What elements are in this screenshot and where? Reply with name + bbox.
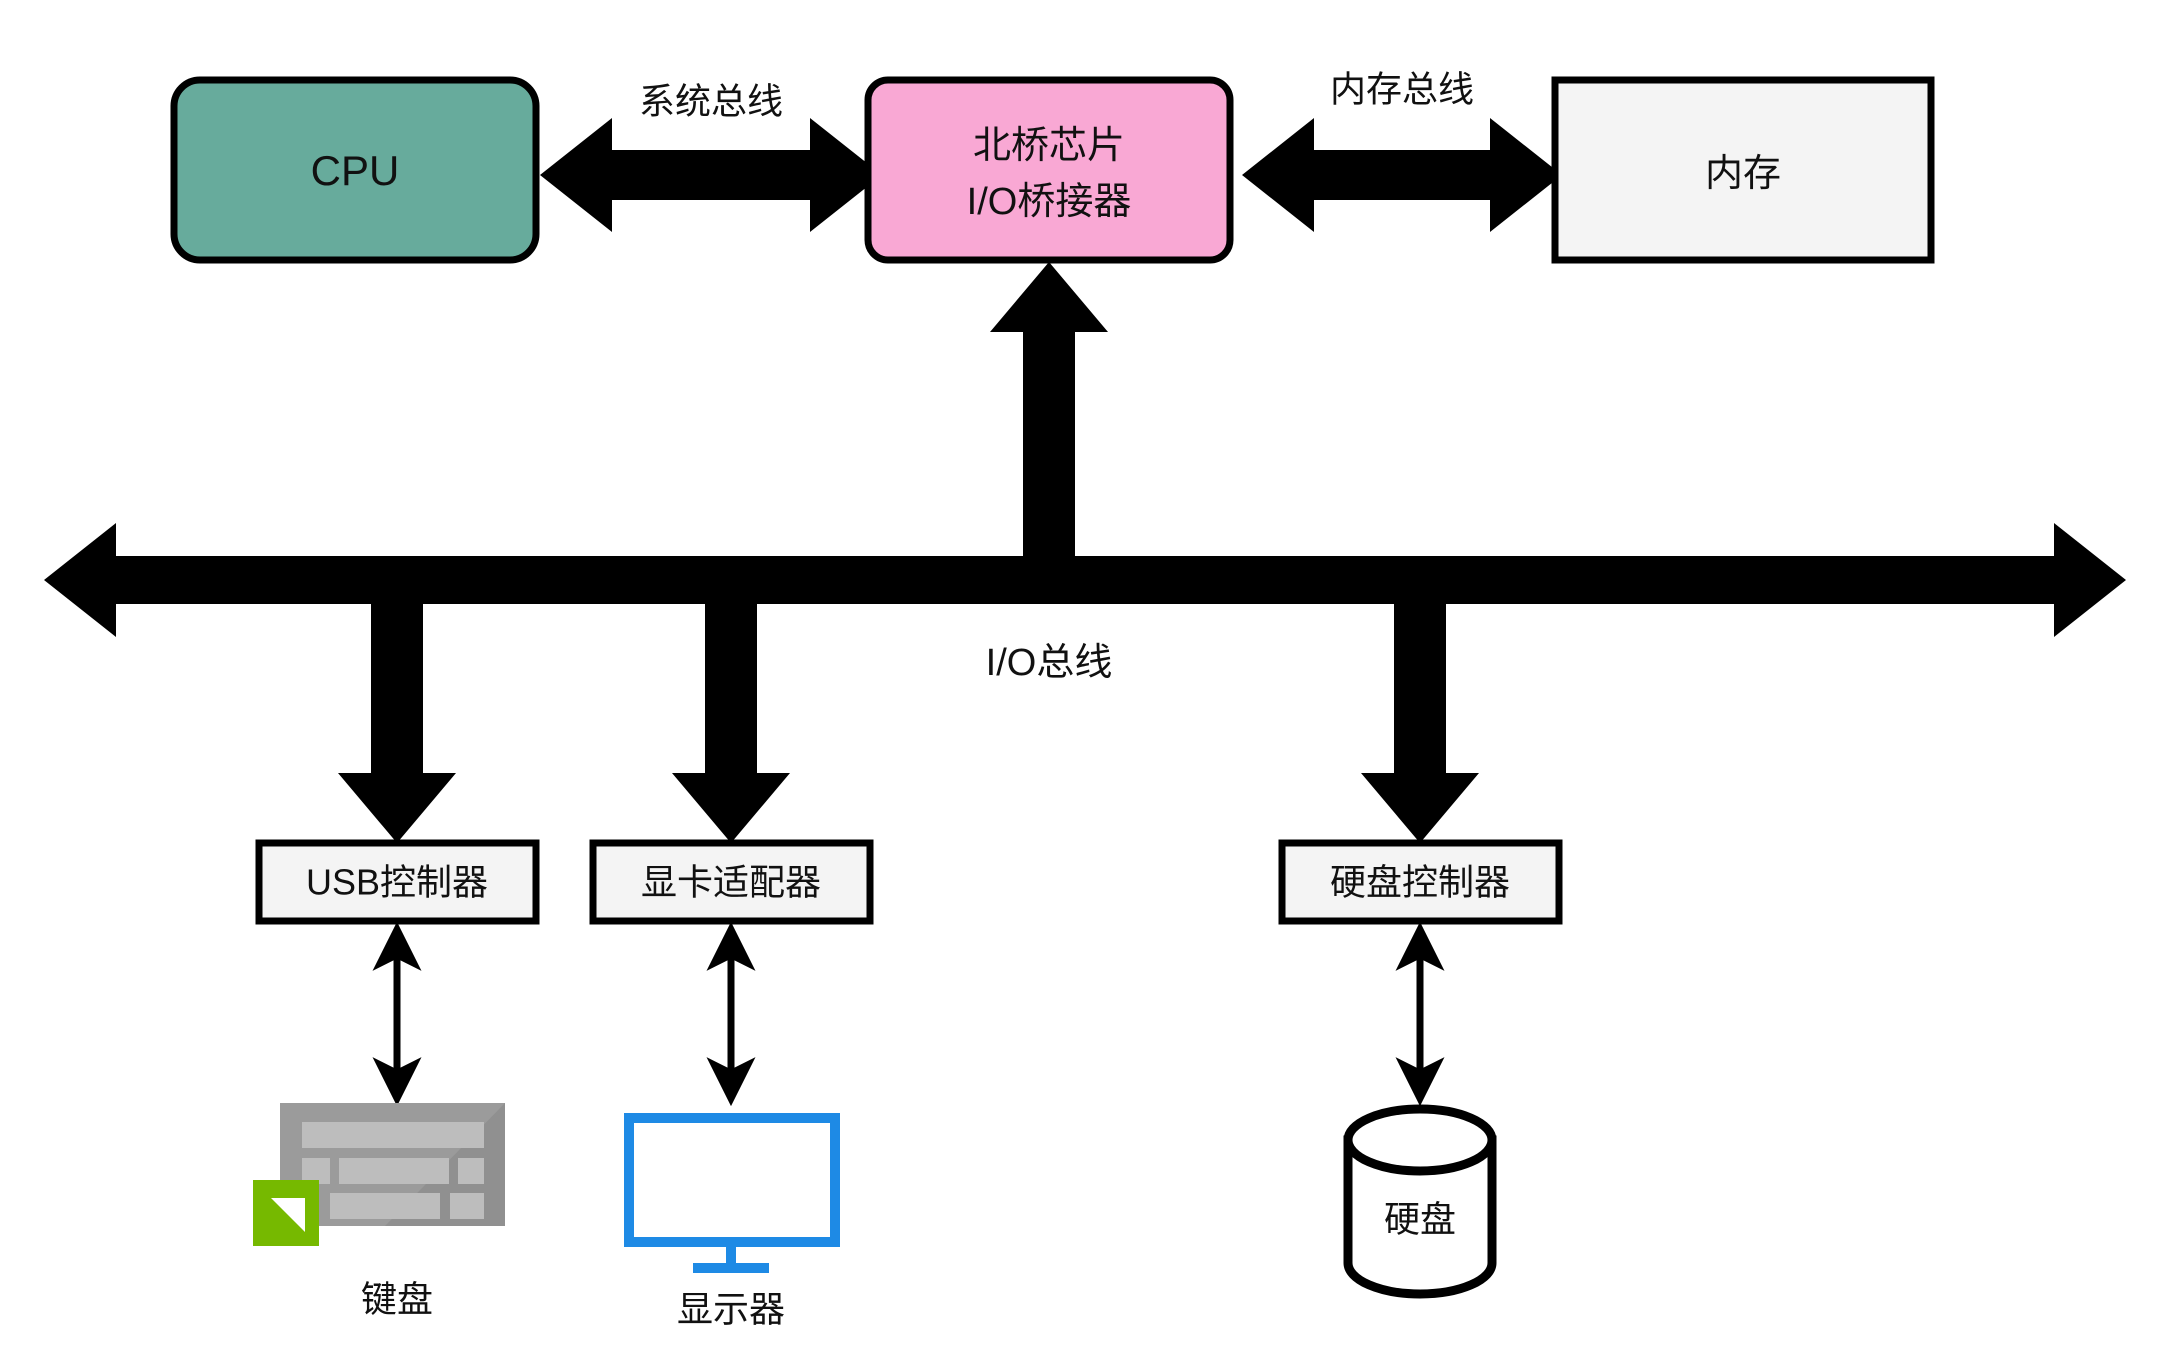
io-bus-to-graphics-adapter-arrow	[672, 600, 790, 843]
disk-controller-label: 硬盘控制器	[1330, 862, 1510, 903]
cpu-label: CPU	[311, 147, 400, 194]
monitor-icon[interactable]	[624, 1113, 840, 1273]
system-bus-label: 系统总线	[639, 81, 783, 122]
node-disk-controller[interactable]: 硬盘控制器	[1278, 839, 1563, 925]
node-northbridge[interactable]: 北桥芯片 I/O桥接器	[864, 76, 1234, 264]
northbridge-to-io-bus-arrow	[990, 262, 1108, 562]
memory-label: 内存	[1705, 153, 1781, 195]
graphics-adapter-label: 显卡适配器	[641, 862, 821, 903]
node-usb-controller[interactable]: USB控制器	[255, 839, 540, 925]
northbridge-label-line1: 北桥芯片	[973, 125, 1125, 167]
node-graphics-adapter[interactable]: 显卡适配器	[589, 839, 874, 925]
io-bus-label: I/O总线	[986, 642, 1113, 684]
usb-controller-label: USB控制器	[306, 862, 488, 903]
memory-bus-label: 内存总线	[1330, 69, 1474, 110]
keyboard-icon[interactable]	[253, 1103, 505, 1246]
io-bus[interactable]	[44, 523, 2126, 637]
io-bus-to-disk-controller-arrow	[1361, 600, 1479, 843]
monitor-label: 显示器	[677, 1289, 785, 1330]
keyboard-label: 键盘	[361, 1279, 433, 1320]
io-bus-to-usb-controller-arrow	[338, 600, 456, 843]
memory-bus-arrow	[1242, 118, 1562, 232]
system-bus-arrow	[540, 118, 882, 232]
northbridge-label-line2: I/O桥接器	[967, 181, 1132, 223]
harddisk-icon[interactable]: 硬盘	[1343, 1104, 1497, 1299]
node-cpu[interactable]: CPU	[170, 76, 540, 264]
node-memory[interactable]: 内存	[1551, 76, 1935, 264]
harddisk-label: 硬盘	[1384, 1199, 1456, 1240]
